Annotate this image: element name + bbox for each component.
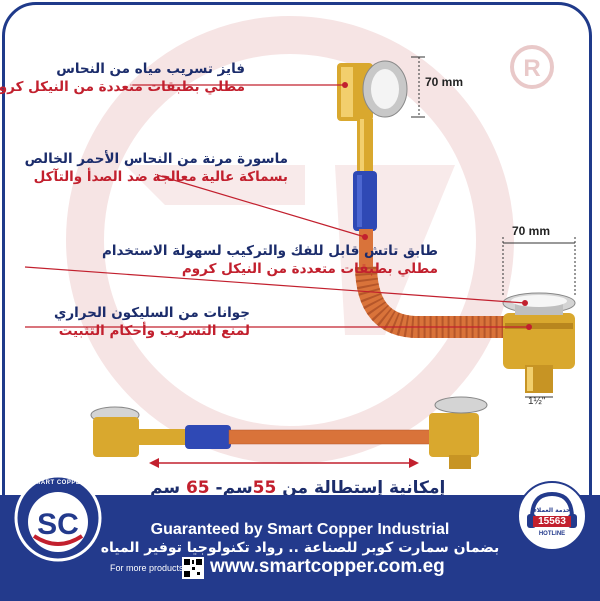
arabic-slogan: بضمان سمارت كوبر للصناعة .. رواد تكنولوج… bbox=[100, 540, 500, 556]
leader-line-2 bbox=[156, 174, 366, 238]
guarantee-text: Guaranteed by Smart Copper Industrial bbox=[150, 521, 450, 538]
callout-flexible-pipe: ماسورة مرنة من النحاس الأحمر الخالص بسما… bbox=[24, 151, 288, 185]
callout-silicone-gaskets: جوانات من السليكون الحراري لمنع التسريب … bbox=[53, 305, 250, 339]
dimension-top: 70 mm bbox=[425, 75, 464, 89]
logo-text: SMART COPPER bbox=[30, 480, 86, 486]
smart-copper-logo: SC bbox=[14, 474, 102, 562]
leader-line-3 bbox=[24, 266, 526, 304]
dimension-side: 70 mm bbox=[512, 224, 551, 238]
blue-sleeve bbox=[353, 171, 377, 231]
hotline-number[interactable]: 15563 bbox=[533, 516, 571, 527]
horizontal-copper-pipe bbox=[228, 429, 440, 445]
bottom-brass-body bbox=[503, 313, 575, 369]
hotline-caption: خدمة العملاء bbox=[533, 507, 571, 514]
drain-product-illustration bbox=[24, 56, 576, 469]
right-chrome-cap bbox=[434, 396, 488, 414]
extension-text: إمكانية إستطالة من 55سم- 65 سم bbox=[150, 478, 446, 498]
hotline-label: HOTLINE bbox=[538, 531, 566, 537]
svg-text:SC: SC bbox=[37, 508, 79, 541]
svg-text:R: R bbox=[523, 55, 540, 82]
thread-size: 1½" bbox=[528, 396, 546, 407]
callout-touch-plug: طابق تاتش قابل للفك والتركيب لسهولة الاس… bbox=[101, 243, 438, 277]
qr-code-icon bbox=[182, 557, 204, 579]
visit-caption: For more products visit: bbox=[110, 563, 205, 573]
website-link[interactable]: www.smartcopper.com.eg bbox=[210, 556, 445, 577]
callout-drain-valve: فايز تسريب مياه من النحاس مطلي بطبقات مت… bbox=[0, 61, 245, 95]
